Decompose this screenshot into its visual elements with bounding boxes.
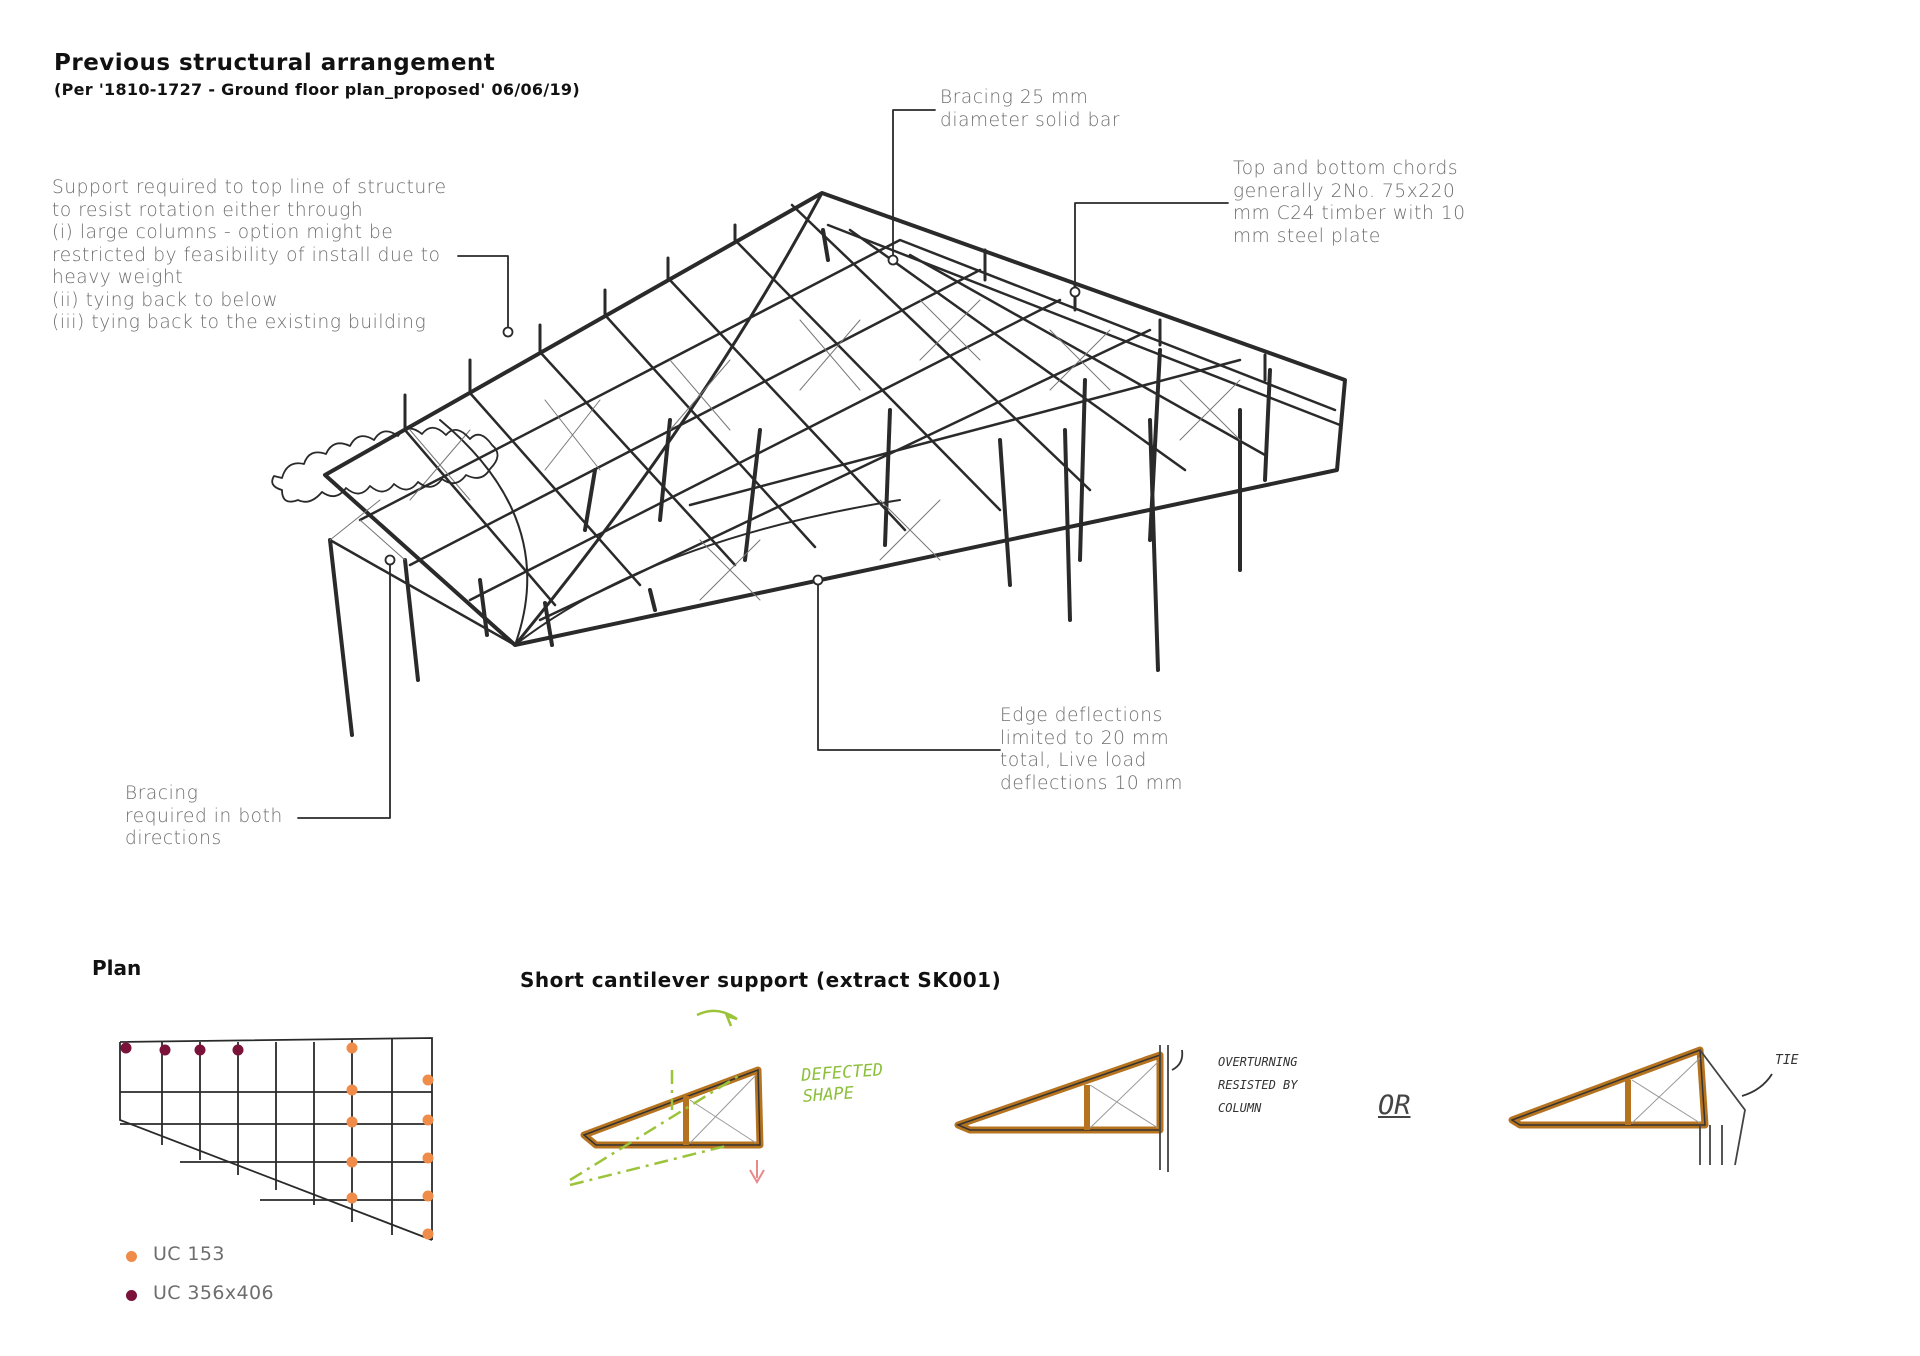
cantilever-sketch-2 (954, 1045, 1184, 1172)
legend-label-uc356: UC 356x406 (153, 1282, 274, 1304)
page-subtitle: (Per '1810-1727 - Ground floor plan_prop… (54, 80, 580, 99)
roof-structure (271, 109, 1347, 819)
edge-deflection-annotation: Edge deflections limited to 20 mm total,… (1000, 705, 1183, 794)
or-label: OR (1378, 1090, 1411, 1121)
legend-dot-uc356 (126, 1290, 137, 1301)
legend-dot-uc153 (126, 1251, 137, 1262)
chords-annotation: Top and bottom chords generally 2No. 75x… (1233, 158, 1466, 247)
bracing-both-annotation: Bracing required in both directions (125, 783, 283, 849)
cantilever-sketch-3 (1508, 1046, 1773, 1166)
deflected-shape-label: DEFECTED SHAPE (800, 1060, 884, 1107)
plan-grid (119, 1037, 433, 1241)
plan-columns (120, 1042, 434, 1240)
tie-label: TIE (1775, 1053, 1799, 1068)
page-title: Previous structural arrangement (54, 50, 496, 76)
legend-label-uc153: UC 153 (153, 1243, 225, 1265)
bracing-bar-annotation: Bracing 25 mm diameter solid bar (940, 87, 1121, 131)
plan-title: Plan (92, 956, 142, 980)
support-annotation: Support required to top line of structur… (52, 177, 447, 333)
overturning-label: OVERTURNING RESISTED BY COLUMN (1218, 1055, 1298, 1115)
cantilever-sketch-1 (569, 1009, 765, 1187)
cantilever-title: Short cantilever support (extract SK001) (520, 968, 1002, 992)
